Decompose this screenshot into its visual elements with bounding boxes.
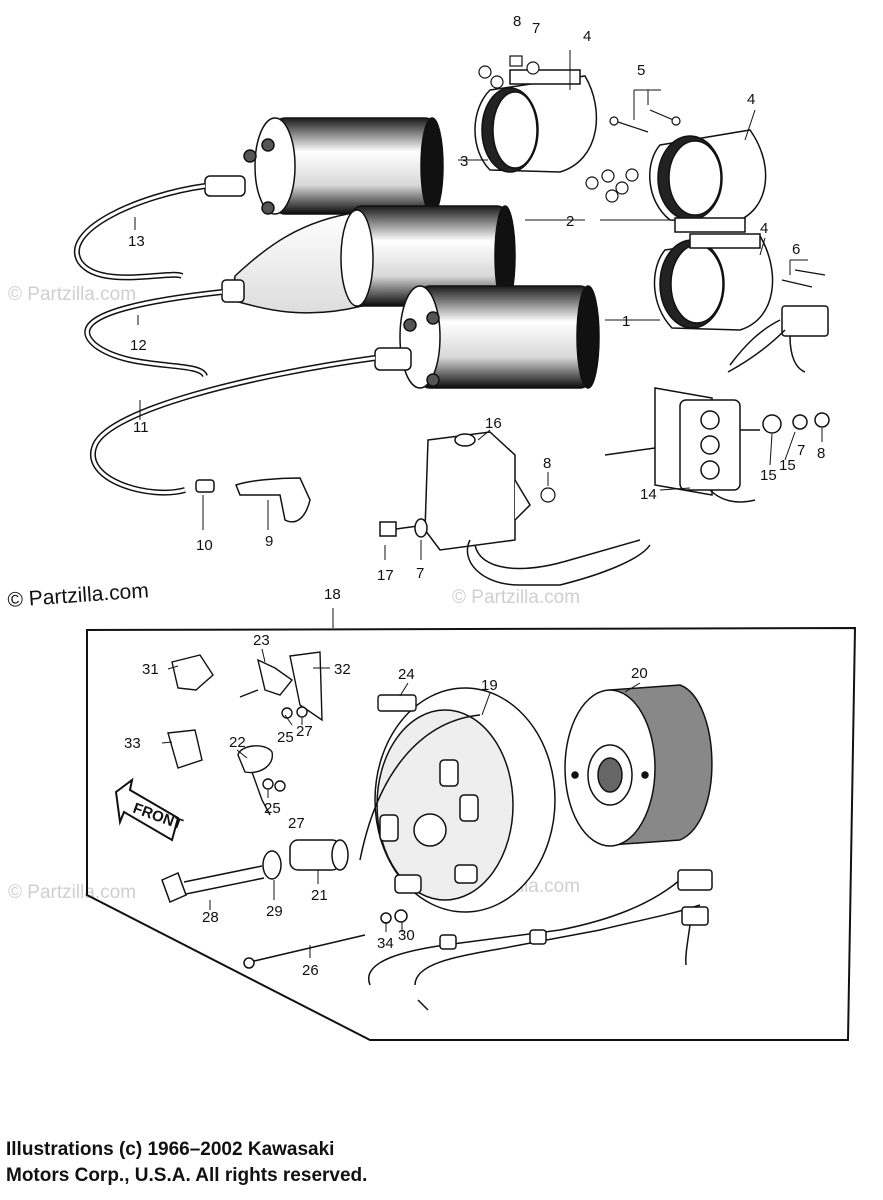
callout-23: 23 — [253, 632, 270, 649]
callout-24: 24 — [398, 666, 415, 683]
ignition-coil-2 — [221, 205, 516, 314]
callout-29: 29 — [266, 903, 283, 920]
terminal-block — [604, 387, 830, 503]
copyright-line-2: Motors Corp., U.S.A. All rights reserved… — [6, 1165, 368, 1186]
callout-8: 8 — [513, 13, 521, 30]
callout-2: 2 — [566, 213, 574, 230]
callout-20: 20 — [631, 665, 648, 682]
hardware-nuts — [478, 55, 826, 503]
coil-clamp-band — [653, 233, 774, 331]
wire-connector — [727, 305, 829, 373]
rotor — [564, 684, 713, 847]
contact-breaker-parts — [167, 651, 417, 816]
generator-assembly-outline — [86, 626, 857, 1041]
callout-4: 4 — [760, 220, 768, 237]
callout-4: 4 — [583, 28, 591, 45]
watermark-main: © Partzilla.com — [7, 579, 150, 612]
rotor-bolt-parts — [161, 839, 349, 904]
callout-32: 32 — [334, 661, 351, 678]
callout-31: 31 — [142, 661, 159, 678]
callout-5: 5 — [637, 62, 645, 79]
generator-harness — [367, 869, 713, 1011]
callout-33: 33 — [124, 735, 141, 752]
callout-12: 12 — [130, 337, 147, 354]
callout-7: 7 — [797, 442, 805, 459]
ignition-coil-1 — [374, 285, 600, 389]
callout-19: 19 — [481, 677, 498, 694]
watermark-faint: © Partzilla.com — [8, 284, 136, 305]
callout-25: 25 — [277, 729, 294, 746]
callout-30: 30 — [398, 927, 415, 944]
callout-28: 28 — [202, 909, 219, 926]
callout-10: 10 — [196, 537, 213, 554]
callout-15: 15 — [760, 467, 777, 484]
callout-13: 13 — [128, 233, 145, 250]
callout-15: 15 — [779, 457, 796, 474]
copyright-line-1: Illustrations (c) 1966–2002 Kawasaki — [6, 1139, 335, 1160]
callout-9: 9 — [265, 533, 273, 550]
callout-7: 7 — [416, 565, 424, 582]
callout-4: 4 — [747, 91, 755, 108]
callout-27: 27 — [288, 815, 305, 832]
callout-17: 17 — [377, 567, 394, 584]
condenser-box — [424, 431, 651, 586]
callout-3: 3 — [460, 153, 468, 170]
watermark-faint: © Partzilla.com — [452, 587, 580, 608]
callout-8: 8 — [817, 445, 825, 462]
watermark-faint: © Partzilla.com — [8, 882, 136, 903]
copyright-notice: Illustrations (c) 1966–2002 Kawasaki Mot… — [6, 1137, 876, 1189]
callout-22: 22 — [229, 734, 246, 751]
front-arrow-icon: FRONT — [114, 777, 185, 842]
ignition-coil-3 — [204, 117, 444, 215]
callout-27: 27 — [296, 723, 313, 740]
coil-clamp-band — [474, 69, 598, 173]
callout-8: 8 — [543, 455, 551, 472]
coil-lead-13 — [74, 183, 206, 281]
callout-6: 6 — [792, 241, 800, 258]
callout-25: 25 — [264, 800, 281, 817]
callout-26: 26 — [302, 962, 319, 979]
callout-14: 14 — [640, 486, 657, 503]
bolt-and-washer — [379, 518, 428, 538]
callout-34: 34 — [377, 935, 394, 952]
callout-18: 18 — [324, 586, 341, 603]
coil-clamp-band — [649, 129, 767, 233]
callout-21: 21 — [311, 887, 328, 904]
callout-1: 1 — [622, 313, 630, 330]
callout-7: 7 — [532, 20, 540, 37]
callout-16: 16 — [485, 415, 502, 432]
callout-11: 11 — [133, 419, 149, 436]
stator-plate — [359, 687, 556, 913]
plug-cap — [195, 477, 311, 523]
